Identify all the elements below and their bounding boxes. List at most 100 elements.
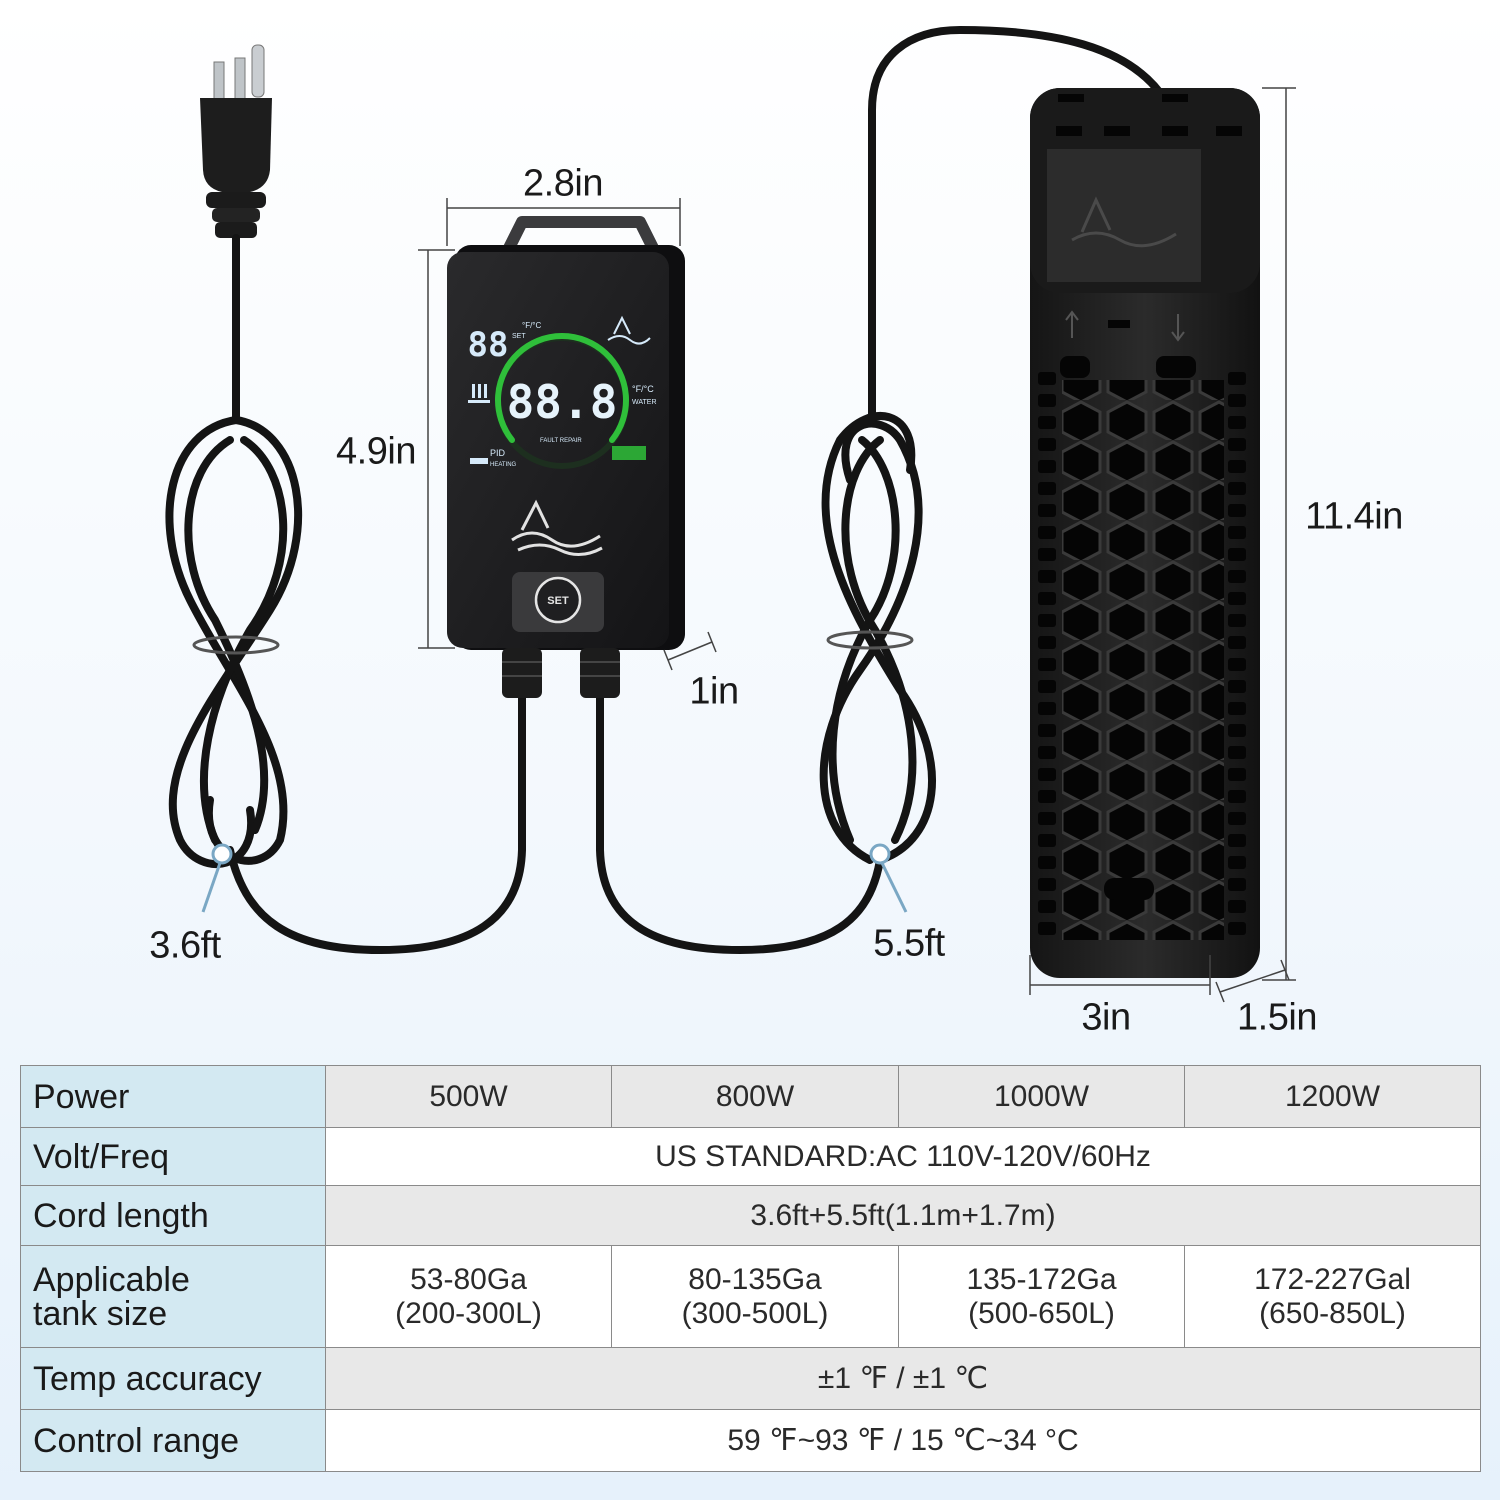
table-cell: 800W — [611, 1065, 899, 1128]
set-button[interactable] — [534, 576, 582, 624]
heater-slot — [1038, 768, 1056, 781]
table-row: Cord length 3.6ft+5.5ft(1.1m+1.7m) — [20, 1185, 1481, 1246]
table-cell-text: 80-135Ga — [688, 1262, 822, 1296]
heater-slot — [1228, 680, 1246, 693]
table-cell: 1000W — [898, 1065, 1185, 1128]
set-mode-label: SET — [512, 333, 526, 340]
table-cell: 172-227Gal(650-850L) — [1184, 1245, 1481, 1348]
controller: 88 °F/°C SET 88.8 °F/°C WATER FAULT REPA… — [447, 216, 685, 698]
dimension-lines — [418, 87, 1296, 1003]
heater-slot — [1228, 592, 1246, 605]
table-cell: 80-135Ga(300-500L) — [611, 1245, 899, 1348]
heater-slot — [1038, 614, 1056, 627]
table-cell: 3.6ft+5.5ft(1.1m+1.7m) — [325, 1185, 1481, 1246]
table-row: Temp accuracy±1 ℉ / ±1 ℃ — [20, 1347, 1481, 1410]
set-button-label: SET — [547, 595, 569, 607]
table-cell: 500W — [325, 1065, 612, 1128]
heater-slot — [1038, 680, 1056, 693]
status-ring — [495, 333, 629, 443]
heater-slot — [1228, 482, 1246, 495]
heater-slot — [1038, 438, 1056, 451]
table-cell-text: 135-172Ga — [966, 1262, 1117, 1296]
heater-slot — [1038, 790, 1056, 803]
row-header: Power — [20, 1065, 326, 1128]
row-header-text: Control range — [33, 1421, 240, 1460]
cord-tie-left — [192, 635, 280, 655]
heater — [1030, 88, 1260, 978]
product-illustration: 88 °F/°C SET 88.8 °F/°C WATER FAULT REPA… — [165, 25, 1296, 1003]
heater-slot — [1038, 394, 1056, 407]
pid-label: PID — [490, 448, 506, 458]
table-cell-text: (300-500L) — [681, 1296, 829, 1330]
row-header-text: tank size — [33, 1294, 168, 1333]
heater-slot — [1038, 482, 1056, 495]
table-cell-text: US STANDARD:AC 110V-120V/60Hz — [655, 1139, 1151, 1173]
heater-slot — [1228, 548, 1246, 561]
cord-tie-right — [826, 630, 914, 650]
table-cell: US STANDARD:AC 110V-120V/60Hz — [325, 1127, 1481, 1186]
heater-slot — [1228, 614, 1246, 627]
heater-slot — [1228, 922, 1246, 935]
heater-slot — [1038, 878, 1056, 891]
table-cell-text: 500W — [429, 1079, 508, 1113]
heater-logo-icon — [1071, 196, 1177, 248]
heater-slot — [1228, 504, 1246, 517]
heater-side-slots — [1038, 372, 1246, 935]
heater-slot — [1038, 834, 1056, 847]
heater-slot — [1228, 438, 1246, 451]
heater-slot — [1228, 658, 1246, 671]
heater-slot — [1228, 746, 1246, 759]
heater-slot — [1228, 702, 1246, 715]
heater-slot — [1228, 372, 1246, 385]
row-header-text: Cord length — [33, 1196, 209, 1235]
heater-slot — [1038, 702, 1056, 715]
heater-slot — [1228, 570, 1246, 583]
heater-slot — [1038, 922, 1056, 935]
table-cell-text: (500-650L) — [968, 1296, 1115, 1330]
table-cell-text: 1200W — [1284, 1079, 1381, 1113]
heater-slot — [1228, 834, 1246, 847]
brand-logo-icon — [511, 499, 603, 556]
brand-logo-small-icon — [607, 315, 651, 345]
heater-slot — [1228, 768, 1246, 781]
heater-slot — [1038, 526, 1056, 539]
heater-slot — [1228, 856, 1246, 869]
heater-slot — [1038, 548, 1056, 561]
controller-depth-label: 1in — [689, 670, 739, 713]
heater-slot — [1038, 812, 1056, 825]
heater-slot — [1038, 658, 1056, 671]
table-cell: 135-172Ga(500-650L) — [898, 1245, 1185, 1348]
water-label: WATER — [632, 399, 657, 406]
table-cell: 53-80Ga(200-300L) — [325, 1245, 612, 1348]
table-cell-text: 800W — [715, 1079, 795, 1113]
table-row: Control range 59 ℉~93 ℉ / 15 ℃~34 °C — [20, 1409, 1481, 1472]
heater-slot — [1038, 570, 1056, 583]
set-display: 88 — [468, 325, 509, 365]
table-cell: 59 ℉~93 ℉ / 15 ℃~34 °C — [325, 1409, 1481, 1472]
heater-slot — [1038, 372, 1056, 385]
heater-slot — [1228, 878, 1246, 891]
green-status-indicator — [612, 446, 646, 460]
table-cell: ±1 ℉ / ±1 ℃ — [325, 1347, 1481, 1410]
cord-pointers — [201, 843, 908, 913]
heater-slot — [1228, 416, 1246, 429]
heater-slot — [1228, 526, 1246, 539]
heater-slot — [1038, 460, 1056, 473]
flow-arrows-icon — [1065, 310, 1185, 342]
heater-slot — [1228, 812, 1246, 825]
row-header-text: Power — [33, 1077, 130, 1116]
water-units-label: °F/°C — [632, 384, 654, 394]
heater-slot — [1038, 636, 1056, 649]
controller-width-label: 2.8in — [523, 162, 603, 205]
heater-slot — [1038, 724, 1056, 737]
heater-slot — [1038, 416, 1056, 429]
table-row: Power 500W 800W 1000W 1200W — [20, 1065, 1481, 1128]
plug — [200, 44, 272, 238]
heater-slot — [1038, 746, 1056, 759]
table-cell-text: 59 ℉~93 ℉ / 15 ℃~34 °C — [727, 1423, 1079, 1457]
